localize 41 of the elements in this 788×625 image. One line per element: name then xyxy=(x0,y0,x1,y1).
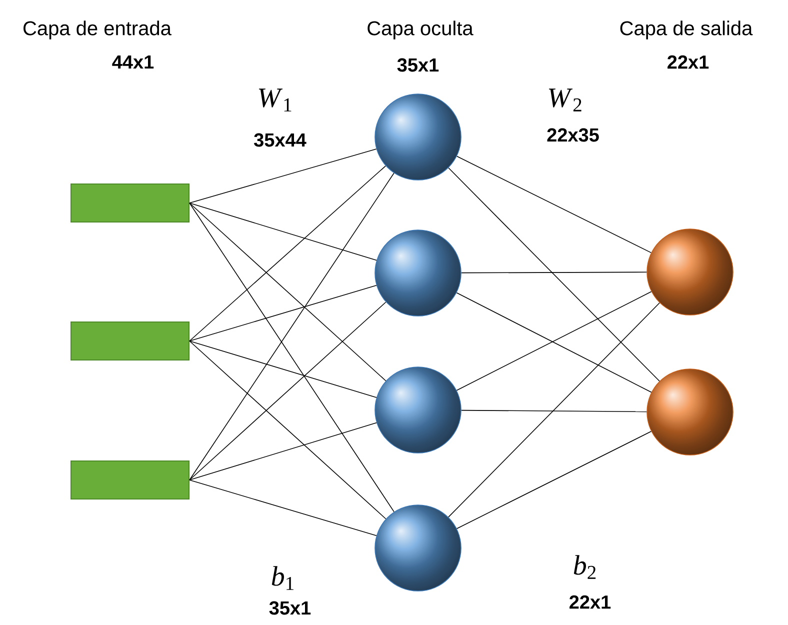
connection-line xyxy=(448,167,660,382)
connection-line xyxy=(461,410,647,412)
layer-title: Capa de salida xyxy=(620,20,753,40)
connection-line xyxy=(456,431,652,529)
connection-line xyxy=(189,202,386,382)
bias-symbol: b$_{1}$ xyxy=(272,566,294,590)
dimension-label: 35x1 xyxy=(397,58,439,72)
connection-line xyxy=(189,202,394,512)
dimension-label: 35x1 xyxy=(269,601,311,615)
connection-line xyxy=(189,284,377,342)
connection-line xyxy=(189,148,377,204)
hidden-circle xyxy=(374,94,462,180)
hidden-circle xyxy=(374,230,462,316)
connection-line xyxy=(448,302,660,518)
dimension-label: 22x1 xyxy=(668,55,709,69)
layer-title: Capa oculta xyxy=(368,20,474,40)
input-box xyxy=(70,322,190,360)
hidden-circle xyxy=(374,504,462,592)
output-circle xyxy=(646,368,734,456)
input-box xyxy=(70,460,190,500)
connection-line xyxy=(189,422,377,480)
connection-line xyxy=(189,480,377,536)
output-circle xyxy=(646,228,734,316)
weight-symbol: W$_{2}$ xyxy=(548,88,582,112)
dimension-label: 22x35 xyxy=(547,128,599,142)
bias-symbol: b$_{2}$ xyxy=(574,555,596,579)
connection-line xyxy=(456,156,652,254)
connection-line xyxy=(189,340,386,520)
connection-line xyxy=(189,172,394,480)
connection-line xyxy=(189,340,377,398)
layer-title: Capa de entrada xyxy=(24,20,172,40)
dimension-label: 35x44 xyxy=(254,133,306,147)
connection-line xyxy=(461,272,647,274)
input-box xyxy=(70,184,190,222)
hidden-circle xyxy=(374,366,462,454)
dimension-label: 22x1 xyxy=(570,595,611,609)
connection-line xyxy=(189,202,377,261)
weight-symbol: W$_{1}$ xyxy=(258,88,292,112)
connection-line xyxy=(189,302,386,480)
dimension-label: 44x1 xyxy=(112,55,154,69)
connection-line xyxy=(189,166,386,342)
